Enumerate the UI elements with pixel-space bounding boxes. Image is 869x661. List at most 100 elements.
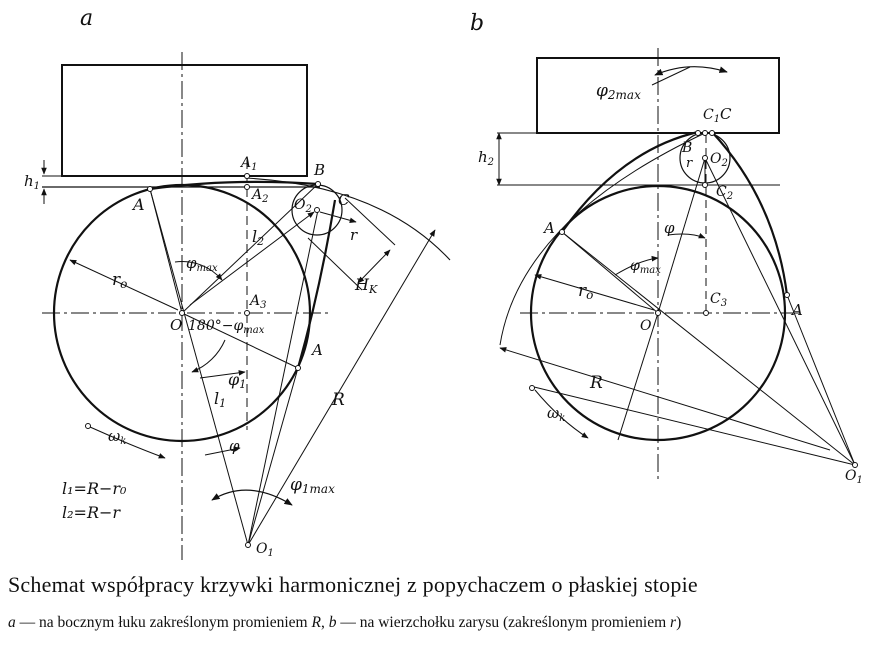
point-omega-b	[529, 385, 535, 391]
label-angle180: 180°−φmax	[188, 318, 265, 336]
panel-a-labels: A A1 A2 A3 B C O2 r l2 HK ro φmax O 180°…	[24, 155, 378, 559]
point-b-a	[315, 181, 321, 187]
label-phi-a: φ	[229, 437, 240, 455]
label-omega-b: ωk	[547, 404, 565, 424]
line-o-a-left-b	[561, 231, 659, 314]
cam-diagram: a	[24, 6, 863, 560]
label-c-a: C	[338, 191, 350, 209]
label-b-a: B	[313, 161, 325, 179]
point-o-a	[179, 310, 185, 316]
phi-arrow-a	[204, 446, 241, 456]
cam-flank-arc-a	[296, 199, 337, 369]
formula-l1: l₁=R−r₀	[62, 479, 127, 498]
phi1max-arc	[211, 489, 293, 506]
panel-a-label: a	[80, 6, 93, 31]
point-omega-a	[85, 423, 91, 429]
label-c1: C1	[703, 107, 720, 125]
line-o1-o2	[247, 209, 319, 546]
label-o1-a: O1	[256, 541, 274, 559]
r-arrow-a	[319, 211, 357, 224]
l2-arrow	[189, 211, 315, 306]
caption-sub-end: )	[676, 614, 682, 631]
r-dimension-a	[247, 229, 436, 546]
label-h2: h2	[478, 148, 494, 168]
label-r-big-b: R	[589, 373, 603, 393]
panel-b: b	[470, 11, 858, 480]
line-o-a-right	[181, 312, 299, 369]
label-omega-a: ωk	[108, 427, 126, 447]
omega-arrow-b	[534, 389, 589, 439]
hk-ext-2	[307, 237, 363, 291]
label-phi2max: φ2max	[596, 81, 641, 102]
label-a1: A1	[239, 155, 258, 173]
label-o-a: O	[170, 316, 182, 334]
point-a3	[244, 310, 250, 316]
point-a1	[244, 173, 250, 179]
caption-sub-b-letter: b	[328, 614, 337, 631]
caption-sub-a-text: — na bocznym łuku zakreślonym promieniem	[15, 614, 312, 631]
label-c2: C2	[716, 184, 733, 202]
follower-block-a	[61, 64, 308, 177]
line-o1-o2-b	[704, 157, 856, 466]
caption-sub-b-text: — na wierzchołku zarysu (zakreślonym pro…	[336, 614, 671, 631]
cam-flank-left-b	[561, 130, 699, 233]
line-o1-omega-b	[529, 385, 856, 466]
label-o-b: O	[640, 318, 652, 334]
label-phi-b: φ	[664, 219, 675, 237]
label-h1: h1	[24, 172, 40, 192]
point-a2	[244, 184, 250, 190]
point-o-b	[655, 310, 661, 316]
label-phi1max: φ1max	[290, 475, 335, 496]
line-o1-a-right	[247, 367, 299, 546]
r-dimension-b	[499, 347, 831, 451]
label-ro-a: ro	[112, 270, 127, 291]
label-a-left-a: A	[131, 195, 145, 214]
line-o1-a	[149, 188, 249, 546]
line-o1-a-left-b	[561, 231, 856, 466]
label-a2: A2	[250, 187, 269, 205]
label-o2-b: O2	[710, 151, 728, 169]
panel-b-labels: φ2max C1 C B r O2 C2 h2 A φ φmax ro O C3…	[478, 81, 863, 486]
label-a-right-a: A	[310, 341, 323, 359]
omega-arrow-a	[89, 426, 166, 459]
point-a-left-b	[559, 229, 565, 235]
label-b-b: B	[681, 140, 692, 156]
caption-sub-a-letter: a	[8, 614, 16, 631]
hk-ext-1	[344, 197, 396, 246]
label-r-big-a: R	[331, 390, 345, 410]
caption-subtitle: a — na bocznym łuku zakreślonym promieni…	[8, 611, 858, 635]
point-a-left-a	[147, 186, 153, 192]
point-o2-a	[314, 207, 320, 213]
cam-flank-right-b	[711, 131, 789, 296]
point-c3	[703, 310, 709, 316]
point-c1	[702, 130, 708, 136]
line-o-o2-b	[657, 157, 706, 314]
line-o1-a-right-b	[786, 294, 856, 466]
point-o1-b	[852, 462, 858, 468]
phimax-arc-b	[614, 255, 659, 276]
phimax-arc-a	[174, 261, 223, 281]
caption-sub-sep: ,	[320, 614, 329, 631]
angle180-arc	[191, 339, 226, 373]
phi-arc-b	[667, 233, 706, 239]
cam-top-arc-a	[149, 180, 319, 191]
ro-arrow-b	[534, 274, 655, 311]
panel-a: a	[41, 6, 451, 560]
label-c3: C3	[710, 291, 727, 309]
label-l1: l1	[214, 389, 226, 410]
label-a-right-b: A	[790, 301, 803, 319]
label-r-a: r	[350, 226, 358, 244]
caption-title: Schemat współpracy krzywki harmonicznej …	[8, 572, 698, 597]
phi2max-leader	[651, 66, 691, 86]
caption-sub-b-r: r	[670, 614, 677, 631]
phi1-arrow	[199, 370, 246, 379]
label-ro-b: ro	[578, 281, 593, 302]
label-c-b: C	[720, 105, 732, 123]
big-r-arc-a	[244, 177, 451, 261]
label-phi1: φ1	[228, 370, 246, 391]
point-b-b	[695, 130, 701, 136]
caption-sub-a-r: R	[311, 614, 321, 631]
label-phimax-b: φmax	[630, 258, 661, 276]
phi2max-arc	[654, 66, 728, 76]
base-circle-b	[529, 184, 787, 442]
